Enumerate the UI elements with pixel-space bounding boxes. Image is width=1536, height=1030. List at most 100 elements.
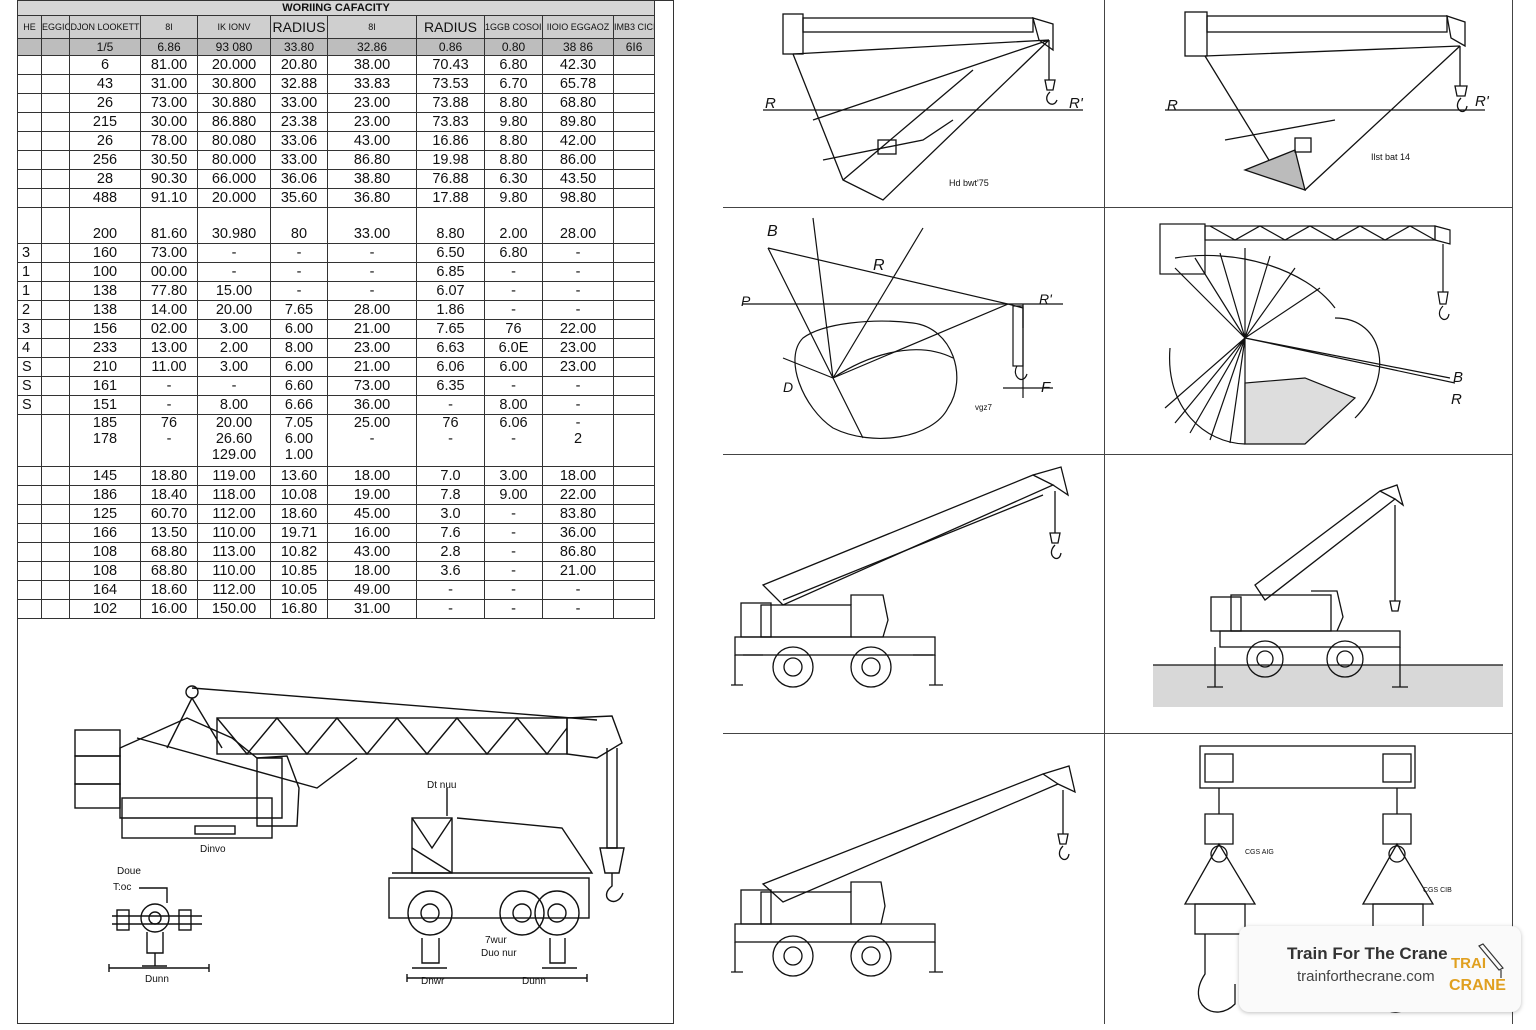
table-cell xyxy=(612,523,656,543)
table-cell xyxy=(17,169,42,189)
table-cell xyxy=(17,112,42,132)
table-cell: 3.6 xyxy=(416,561,485,581)
table-cell: - xyxy=(197,243,271,263)
geometry-caption-3: vgz7 xyxy=(975,403,992,412)
geometry-panel-2: R R' Ilst bat 14 xyxy=(1104,0,1513,208)
label-R: R xyxy=(1167,97,1178,114)
wheel xyxy=(850,935,892,977)
table-cell xyxy=(17,131,42,151)
wheel xyxy=(772,935,814,977)
table-cell: 36.00 xyxy=(327,395,417,415)
label-R-prime: R' xyxy=(1475,93,1490,110)
table-cell: 76 xyxy=(484,319,543,339)
table-cell xyxy=(41,150,70,170)
table-cell: 6.50 xyxy=(416,243,485,263)
table-cell: 186 xyxy=(69,485,141,505)
table-cell xyxy=(612,300,656,320)
table-cell xyxy=(41,188,70,208)
table-cell: 6.66 xyxy=(270,395,328,415)
table-cell: 7.65 xyxy=(270,300,328,320)
table-cell xyxy=(612,504,656,524)
label-B: B xyxy=(1453,369,1463,386)
table-cell xyxy=(17,599,42,619)
table-cell: - xyxy=(542,580,614,600)
table-cell: 43.00 xyxy=(327,542,417,562)
table-cell: - xyxy=(542,243,614,263)
table-cell: 15.00 xyxy=(197,281,271,301)
table-cell: 100 xyxy=(69,262,141,282)
table-cell: 185 178 xyxy=(69,414,141,467)
table-cell xyxy=(41,561,70,581)
table-cell: 113.00 xyxy=(197,542,271,562)
table-cell xyxy=(612,466,656,486)
table-cell: - xyxy=(416,580,485,600)
counterweight-block xyxy=(74,783,121,809)
wheel-side-view xyxy=(534,890,580,936)
table-cell xyxy=(41,207,70,244)
table-cell: 28.00 xyxy=(542,207,614,244)
table-cell: - xyxy=(270,281,328,301)
table-cell: 145 xyxy=(69,466,141,486)
table-cell: 19.00 xyxy=(327,485,417,505)
table-cell: 18.60 xyxy=(270,504,328,524)
brand-badge[interactable]: Train For The Crane trainforthecrane.com… xyxy=(1239,926,1521,1012)
table-cell: 119.00 xyxy=(197,466,271,486)
table-subheader-cell: 1/5 xyxy=(69,38,141,56)
table-cell: 14.00 xyxy=(140,300,198,320)
table-cell: 151 xyxy=(69,395,141,415)
table-cell: - xyxy=(197,262,271,282)
table-header-cell: 1GGB COSOIS xyxy=(484,15,543,39)
table-cell: 18.60 xyxy=(140,580,198,600)
table-cell xyxy=(41,485,70,505)
table-header-cell: HE xyxy=(17,15,42,39)
label-F: F xyxy=(1041,379,1051,396)
table-cell xyxy=(17,207,42,244)
table-cell: 30.00 xyxy=(140,112,198,132)
table-cell: 80.000 xyxy=(197,150,271,170)
brand-url[interactable]: trainforthecrane.com xyxy=(1297,968,1435,985)
table-subheader-cell xyxy=(41,38,70,56)
table-cell: - xyxy=(270,243,328,263)
table-cell: - xyxy=(484,561,543,581)
label-R: R xyxy=(1451,391,1462,408)
table-cell: 16.00 xyxy=(140,599,198,619)
table-cell: 17.88 xyxy=(416,188,485,208)
table-cell: 33.06 xyxy=(270,131,328,151)
table-header-cell: 8I xyxy=(140,15,198,39)
drawing-label-main: Dinvo xyxy=(200,844,226,855)
table-cell: 45.00 xyxy=(327,504,417,524)
table-cell: 4 xyxy=(17,338,42,358)
label-R: R xyxy=(873,257,885,274)
table-cell xyxy=(612,131,656,151)
table-cell: 2.00 xyxy=(197,338,271,358)
table-cell: 7.65 xyxy=(416,319,485,339)
table-cell: 3.00 xyxy=(197,319,271,339)
table-cell: 9.00 xyxy=(484,485,543,505)
table-cell: 20.000 xyxy=(197,55,271,75)
table-cell xyxy=(17,466,42,486)
table-cell: - xyxy=(484,376,543,396)
table-cell: 20.80 xyxy=(270,55,328,75)
table-cell: 98.80 xyxy=(542,188,614,208)
table-cell: 38.00 xyxy=(327,55,417,75)
table-cell: - xyxy=(484,599,543,619)
table-cell: 23.00 xyxy=(327,93,417,113)
table-cell xyxy=(612,376,656,396)
table-cell: 2 xyxy=(17,300,42,320)
table-cell: 8.80 xyxy=(416,207,485,244)
table-header-cell: IIOIO EGGAOZ xyxy=(542,15,614,39)
table-cell: 7.05 6.00 1.00 xyxy=(270,414,328,467)
table-cell xyxy=(612,112,656,132)
wheel-side-view xyxy=(499,890,545,936)
table-cell xyxy=(612,561,656,581)
table-cell: 19.71 xyxy=(270,523,328,543)
table-cell: 1.86 xyxy=(416,300,485,320)
